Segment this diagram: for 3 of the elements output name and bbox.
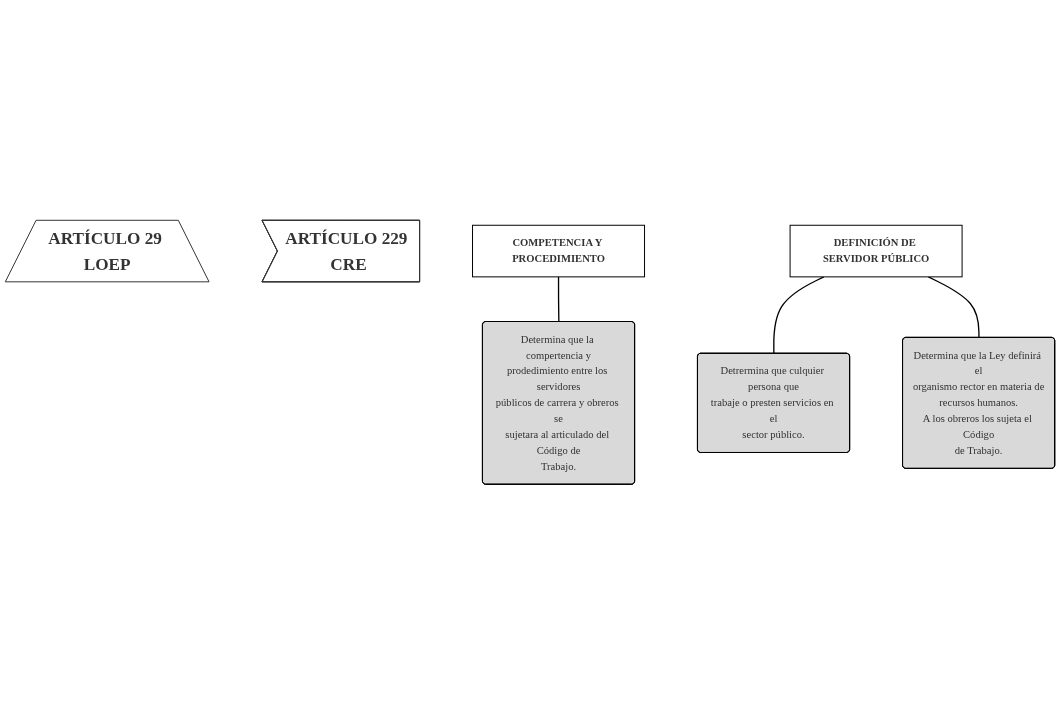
node-box: DEFINICIÓN DE SERVIDOR PÚBLICO bbox=[789, 224, 963, 278]
node-box: COMPETENCIA Y PROCEDIMIENTO bbox=[472, 224, 646, 278]
connector bbox=[557, 276, 560, 323]
